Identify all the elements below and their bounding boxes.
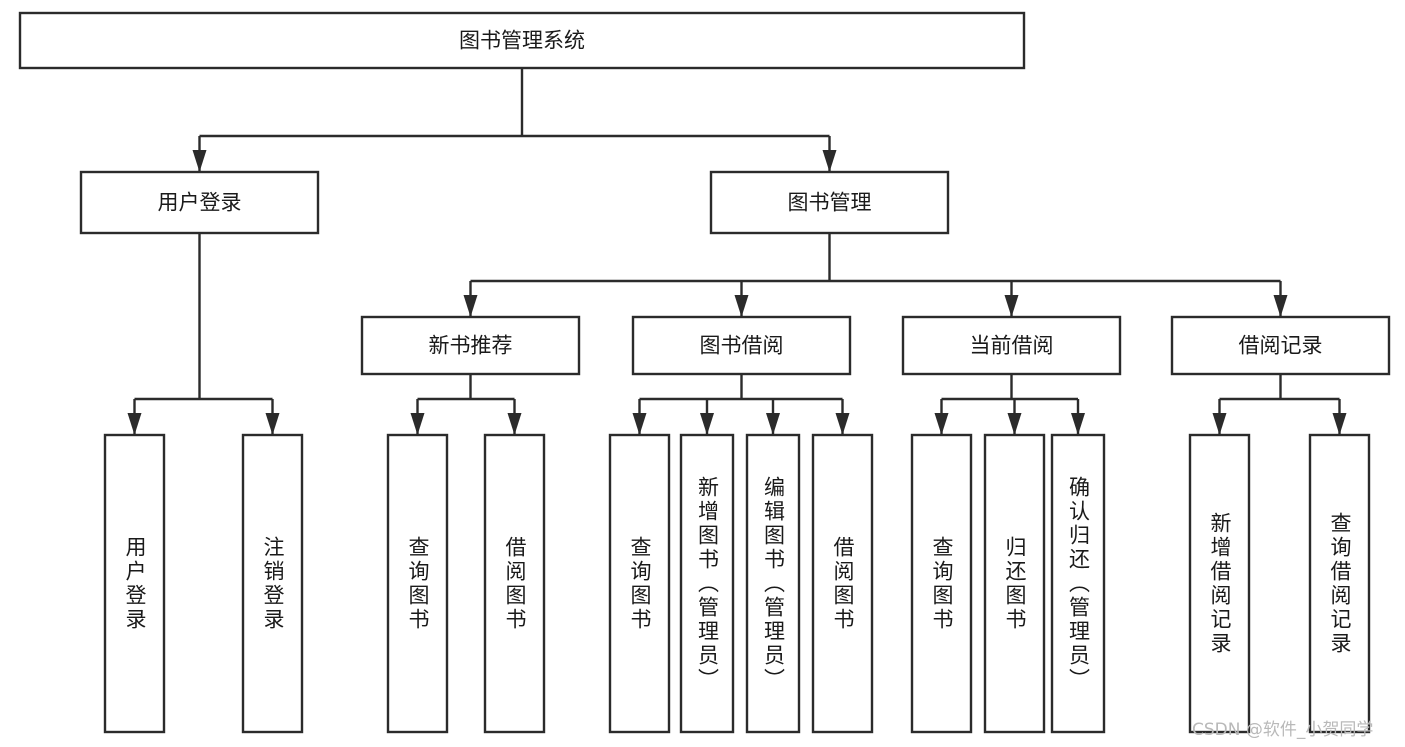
- arrow-head: [822, 150, 837, 172]
- node-box-leaf10[interactable]: [983, 433, 1046, 734]
- node-box-root[interactable]: [18, 11, 1026, 70]
- node-box-leaf12[interactable]: [1188, 433, 1251, 734]
- arrow-head: [127, 413, 142, 435]
- arrow-head: [632, 413, 647, 435]
- connector-layer: [127, 68, 1347, 435]
- node-box-leaf09[interactable]: [910, 433, 973, 734]
- arrow-head: [463, 295, 478, 317]
- node-box-l2b[interactable]: [709, 170, 950, 235]
- node-box-leaf03[interactable]: [386, 433, 449, 734]
- node-label-l2b: 图书管理: [788, 191, 872, 215]
- arrow-head: [265, 413, 280, 435]
- arrow-head: [766, 413, 780, 435]
- arrow-head: [934, 413, 949, 435]
- node-box-leaf07[interactable]: [745, 433, 801, 734]
- node-label-l3a: 新书推荐: [429, 334, 513, 358]
- arrow-head: [1212, 413, 1227, 435]
- node-label-l2a: 用户登录: [158, 191, 242, 215]
- arrow-head: [1004, 295, 1019, 317]
- arrow-head: [734, 295, 749, 317]
- node-label-root: 图书管理系统: [459, 29, 585, 53]
- node-box-leaf01[interactable]: [103, 433, 166, 734]
- arrow-head: [1071, 413, 1085, 435]
- arrow-head: [410, 413, 425, 435]
- node-box-leaf02[interactable]: [241, 433, 304, 734]
- node-label-l3b: 图书借阅: [700, 334, 784, 358]
- node-box-leaf11[interactable]: [1050, 433, 1106, 734]
- node-box-leaf08[interactable]: [811, 433, 874, 734]
- node-box-l3d[interactable]: [1170, 315, 1391, 376]
- arrow-head: [1007, 413, 1022, 435]
- arrow-head: [507, 413, 522, 435]
- arrow-head: [1332, 413, 1347, 435]
- node-label-l3c: 当前借阅: [970, 334, 1054, 358]
- node-box-layer: [18, 11, 1391, 734]
- arrow-head: [192, 150, 207, 172]
- node-box-l3c[interactable]: [901, 315, 1122, 376]
- arrow-head: [700, 413, 714, 435]
- node-label-l3d: 借阅记录: [1239, 334, 1323, 358]
- arrow-head: [835, 413, 850, 435]
- arrow-head: [1273, 295, 1288, 317]
- node-box-leaf04[interactable]: [483, 433, 546, 734]
- node-box-l3b[interactable]: [631, 315, 852, 376]
- node-box-l3a[interactable]: [360, 315, 581, 376]
- node-box-l2a[interactable]: [79, 170, 320, 235]
- node-box-leaf13[interactable]: [1308, 433, 1371, 734]
- node-box-leaf06[interactable]: [679, 433, 735, 734]
- node-box-leaf05[interactable]: [608, 433, 671, 734]
